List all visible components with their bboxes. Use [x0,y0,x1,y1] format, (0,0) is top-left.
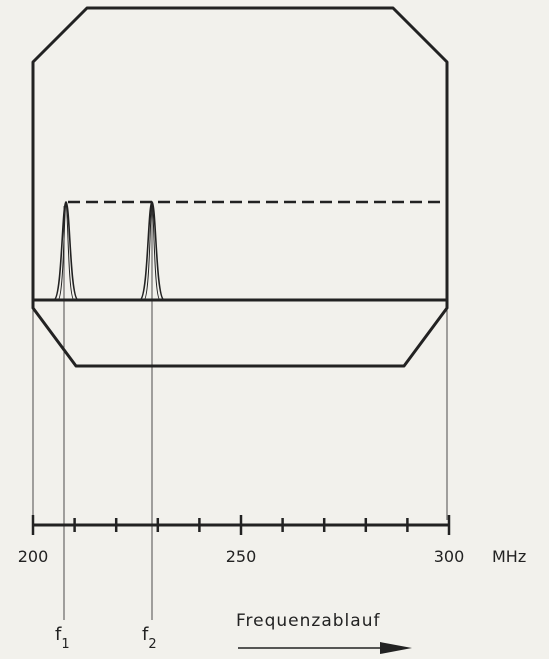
frequency-axis: 200 250 300 MHz [18,515,526,566]
axis-tick-labels: 200 250 300 [18,547,465,566]
sweep-label: Frequenzablauf [236,611,380,631]
axis-ticks [31,515,451,535]
marker-f2-label: f2 [142,624,157,652]
axis-tick-label: 200 [18,547,49,566]
axis-tick-label: 250 [226,547,257,566]
axis-tick-label: 300 [434,547,465,566]
peak-f2-inner [143,203,161,301]
screen-outline [31,6,449,368]
peak-f2 [139,201,165,301]
sweep-arrow [238,642,412,654]
marker-f1-label: f1 [55,624,70,652]
peak-f1 [53,201,79,301]
peak-f1-inner [57,203,75,301]
axis-unit-label: MHz [492,547,526,566]
